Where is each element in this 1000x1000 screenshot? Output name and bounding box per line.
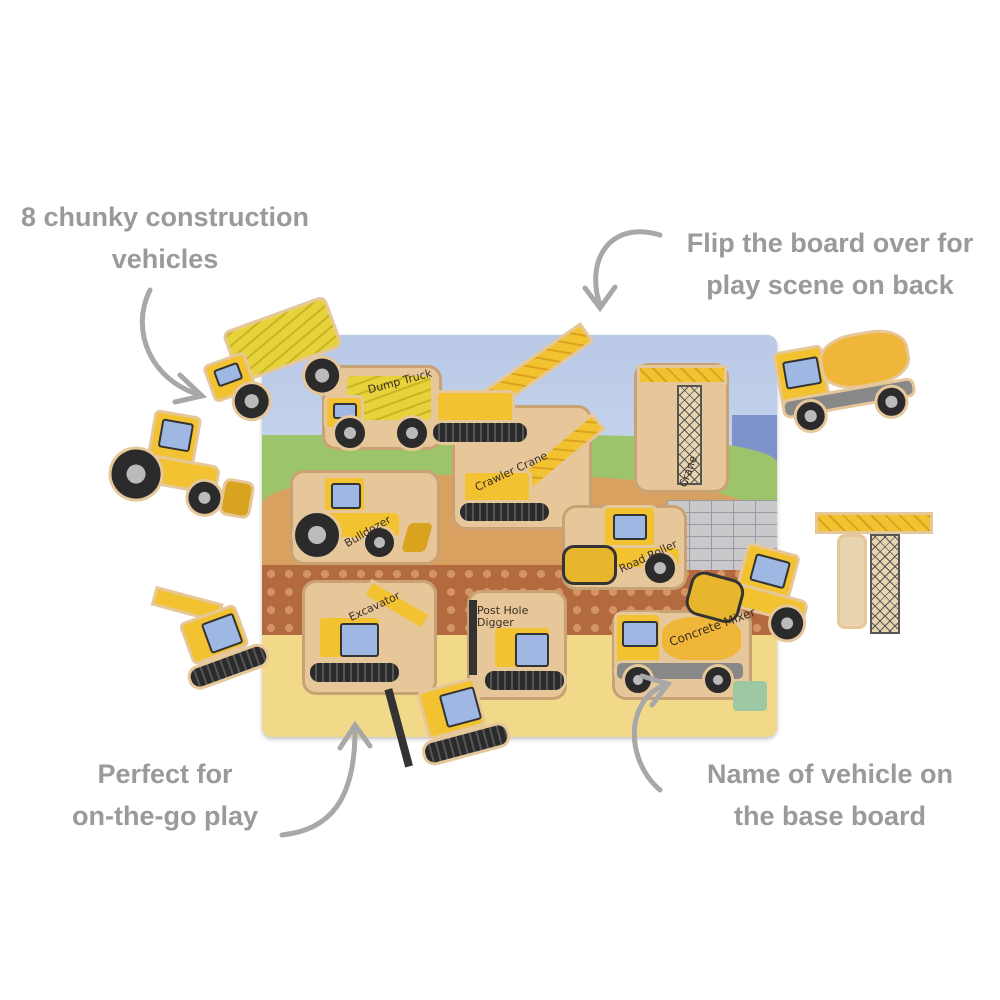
callout-line: the base board xyxy=(733,801,927,831)
piece-crane-in-board[interactable] xyxy=(637,365,727,490)
piece-excavator-in-board[interactable] xyxy=(302,578,437,695)
label-post-hole-digger: Post Hole Digger xyxy=(477,604,529,629)
arrow-top-left-head xyxy=(172,372,208,405)
callout-top-right: Flip the board over for play scene on ba… xyxy=(665,222,995,306)
piece-crawler-crane-in-board[interactable] xyxy=(457,410,607,530)
callout-bottom-right: Name of vehicle on the base board xyxy=(690,753,970,837)
piece-dump-truck-in-board[interactable] xyxy=(324,365,439,455)
callout-bottom-left: Perfect for on-the-go play xyxy=(40,753,290,837)
piece-post-hole-digger-in-board[interactable] xyxy=(467,590,567,700)
puzzle-board: Dump Truck Crawler Crane Crane Bulldozer… xyxy=(262,335,777,737)
piece-bulldozer-in-board[interactable] xyxy=(292,470,442,565)
callout-line: on-the-go play xyxy=(72,801,258,831)
arrow-bottom-left xyxy=(279,727,358,838)
piece-crane[interactable] xyxy=(815,512,935,642)
arrow-top-left xyxy=(139,287,203,398)
callout-line: Perfect for xyxy=(97,759,233,789)
piece-road-roller-in-board[interactable] xyxy=(562,505,687,590)
piece-concrete-mixer[interactable] xyxy=(770,319,925,442)
piece-crawler-crane[interactable] xyxy=(430,320,595,450)
callout-line: Name of vehicle on xyxy=(706,759,954,789)
arrow-top-right-head xyxy=(582,284,618,313)
arrow-top-right xyxy=(593,229,663,308)
callout-line: Flip the board over for xyxy=(686,228,974,258)
callout-line: vehicles xyxy=(111,244,219,274)
callout-top-left: 8 chunky construction vehicles xyxy=(5,196,325,280)
callout-line: 8 chunky construction xyxy=(20,202,310,232)
brand-logo xyxy=(733,681,767,711)
callout-line: play scene on back xyxy=(706,270,954,300)
